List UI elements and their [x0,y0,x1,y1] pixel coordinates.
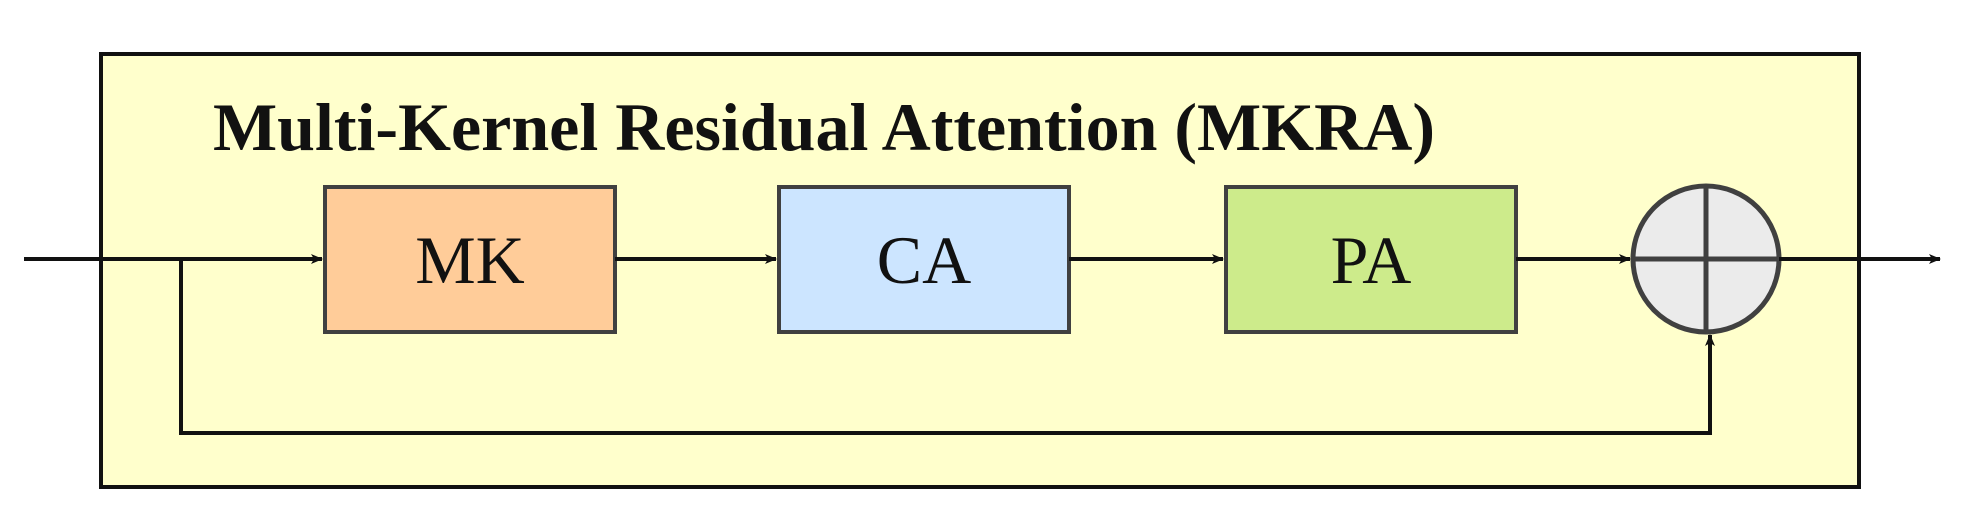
circle-plus-icon [1630,183,1782,335]
pa-block-label: PA [1331,222,1412,298]
mk-block: MK [323,185,617,334]
ca-block: CA [777,185,1071,334]
pa-block-box [1224,185,1518,334]
ca-block-box [777,185,1071,334]
diagram-title: Multi-Kernel Residual Attention (MKRA) [213,89,1435,165]
residual-connection-arrow [179,259,1715,435]
ca-block-label: CA [877,222,971,298]
mk-block-box [323,185,617,334]
mk-block-label: MK [415,222,525,298]
pa-block: PA [1224,185,1518,334]
